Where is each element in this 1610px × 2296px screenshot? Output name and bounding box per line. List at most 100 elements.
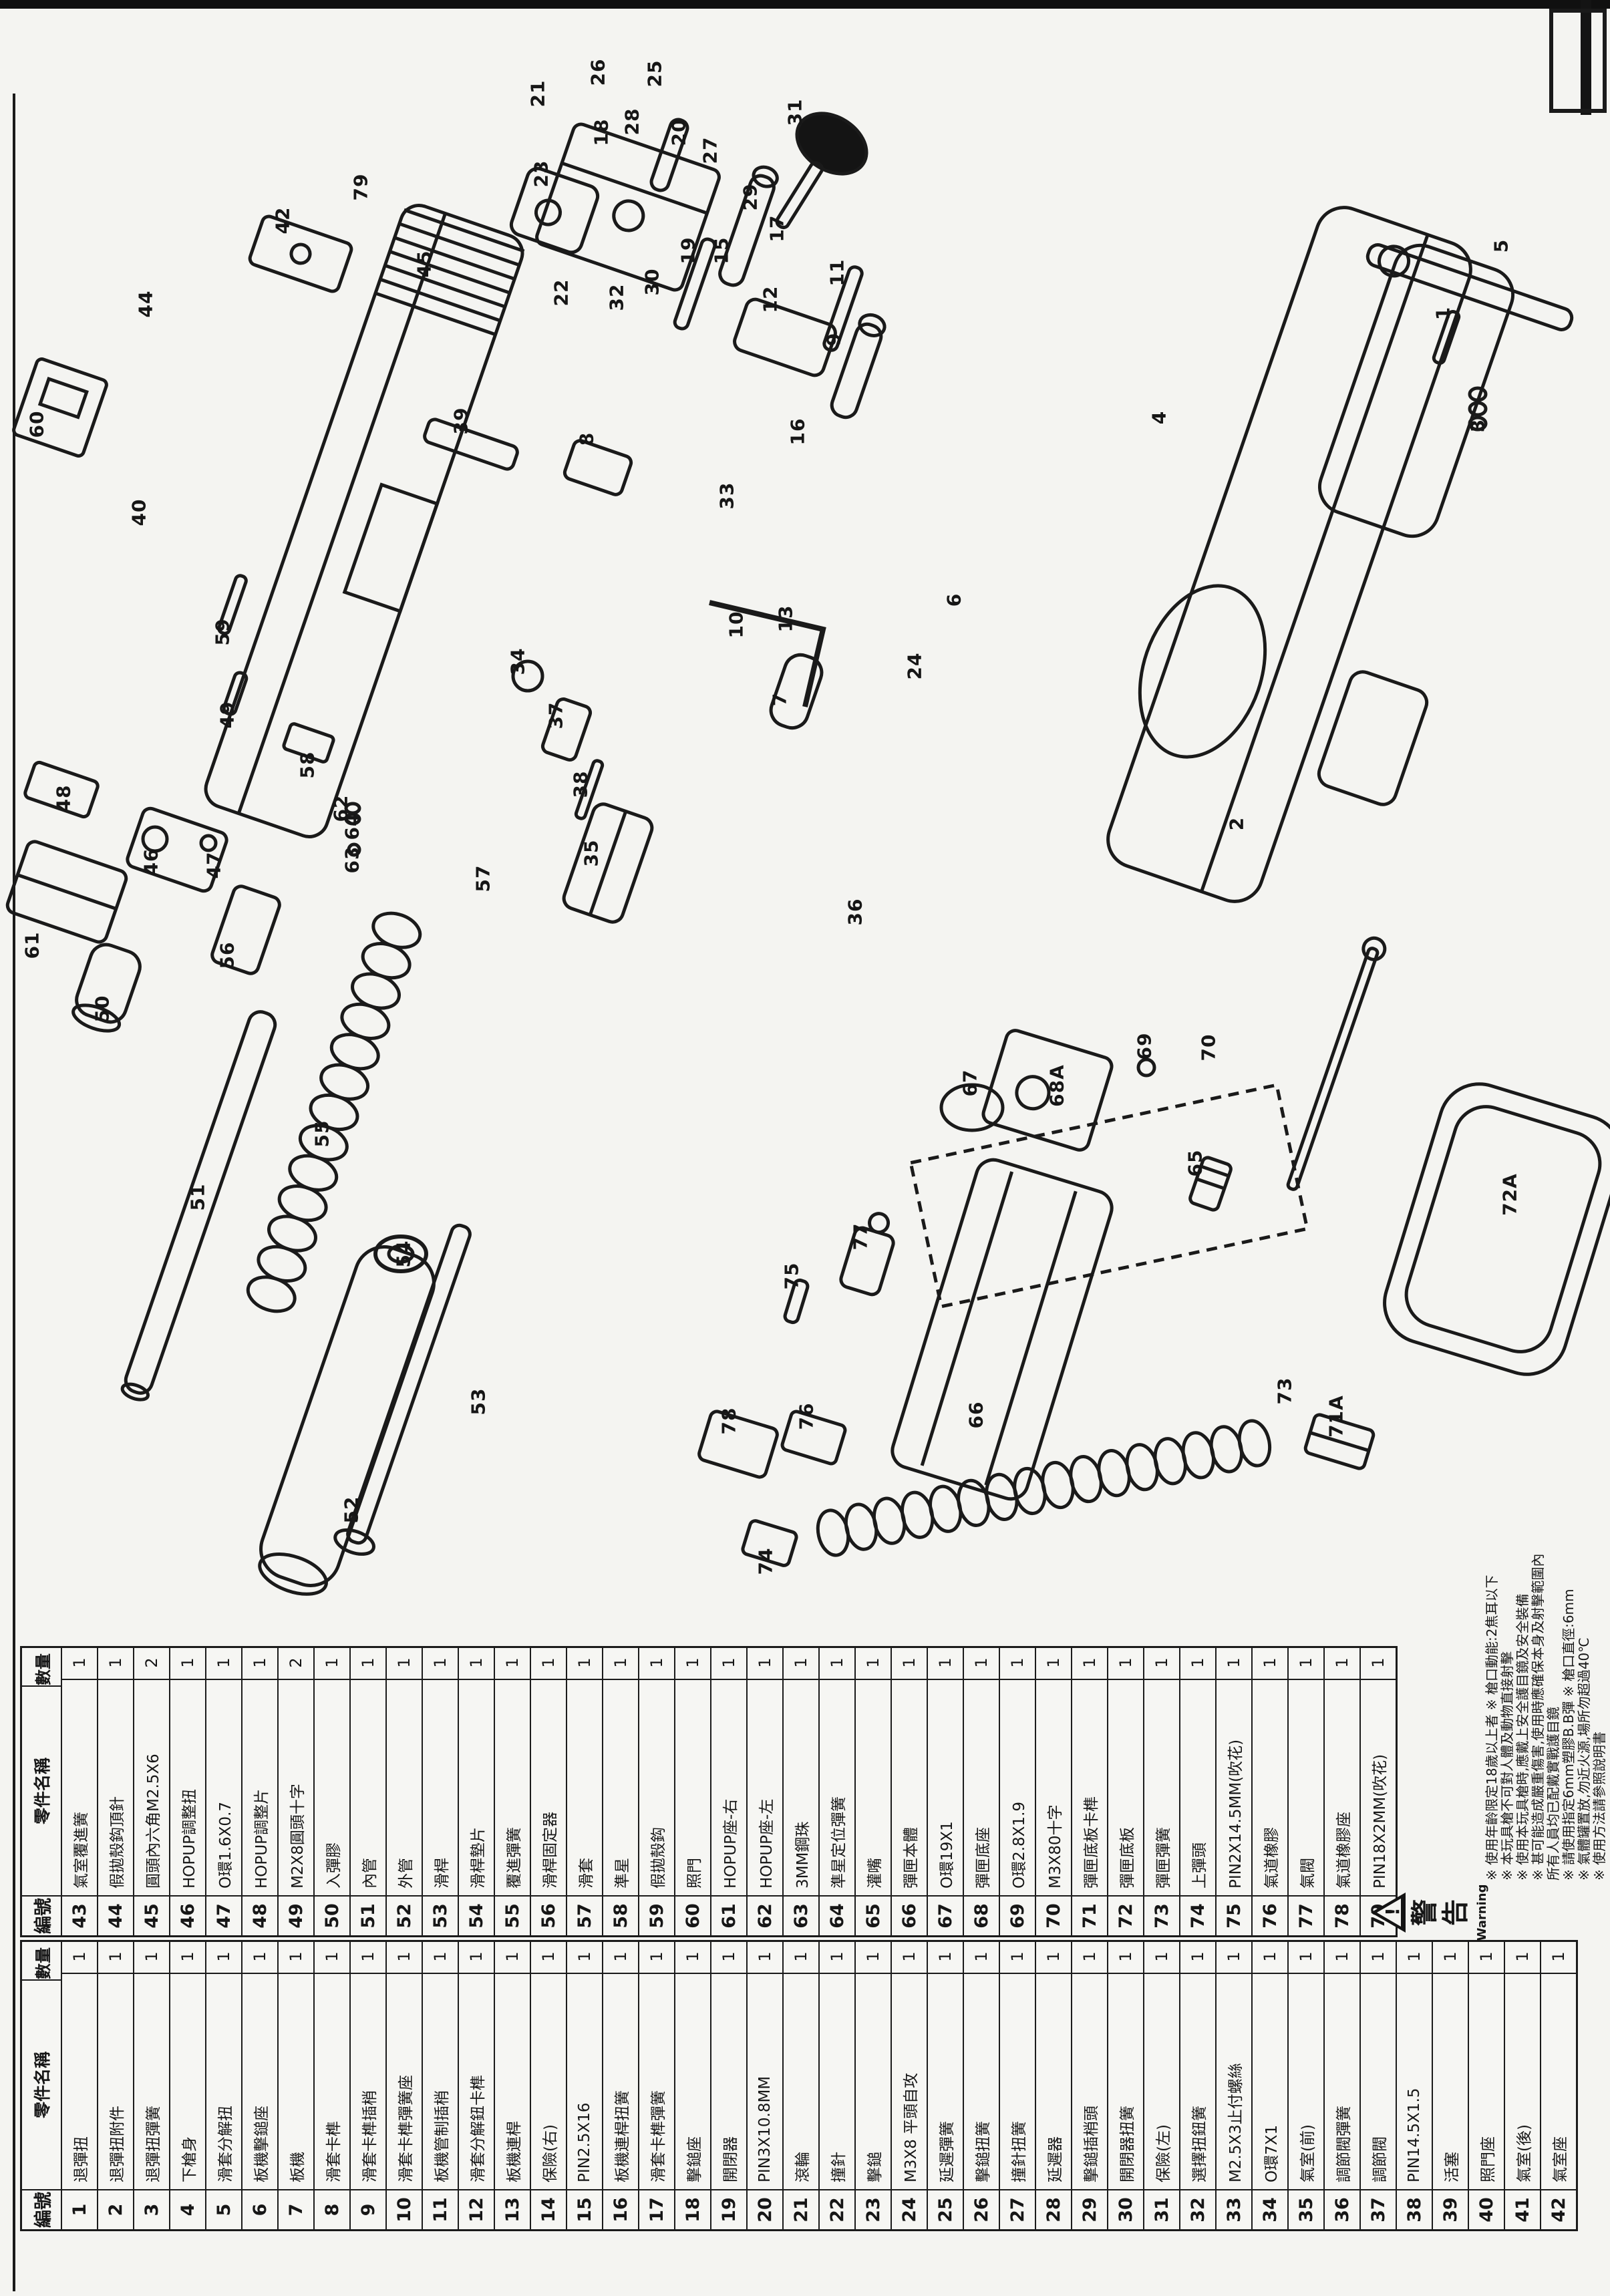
part-qty: 1 [1369, 1951, 1388, 1962]
part-number: 9 [351, 2189, 385, 2229]
part-label-45: 45 [413, 250, 436, 278]
warning-line: 所有人員均已配戴實戰護目鏡 [1545, 1707, 1561, 1880]
part-name: 調節閥 [1361, 1973, 1396, 2189]
part-name: 照門座 [1469, 1973, 1504, 2189]
part-qty: 1 [251, 1951, 269, 1962]
part-name: HOPUP座-左 [748, 1679, 782, 1895]
part-number: 68 [964, 1895, 999, 1935]
part-label-27: 27 [699, 136, 721, 164]
part-number: 4 [170, 2189, 205, 2229]
magazine-drawing [697, 936, 1387, 1567]
part-number: 5 [206, 2189, 241, 2229]
part-name: 灌嘴 [856, 1679, 891, 1895]
part-number: 54 [459, 1895, 494, 1935]
part-qty: 1 [1261, 1657, 1279, 1668]
part-number: 51 [351, 1895, 385, 1935]
part-qty: 2 [142, 1657, 161, 1668]
part-qty: 1 [70, 1657, 89, 1668]
part-qty: 1 [575, 1951, 594, 1962]
part-number: 55 [495, 1895, 530, 1935]
hammer-housing-drawing [535, 122, 721, 292]
part-qty: 1 [1116, 1951, 1135, 1962]
part-name: PIN2.5X16 [567, 1973, 602, 2189]
table-header-row: 編號零件名稱數量 [22, 1648, 61, 1935]
part-name: 滑套分解扭 [206, 1973, 241, 2189]
part-number: 62 [748, 1895, 782, 1935]
part-label-73: 73 [1273, 1377, 1296, 1405]
part-number: 30 [1108, 2189, 1143, 2229]
part-name: 彈匣底板 [1108, 1679, 1143, 1895]
warning-line: ※ 氣體罐置放,勿近火源,場所勿超過40℃ [1576, 1637, 1592, 1880]
part-label-1: 1 [1432, 306, 1454, 321]
part-label-21: 21 [526, 79, 549, 108]
part-qty: 1 [936, 1951, 955, 1962]
part-qty: 1 [719, 1657, 738, 1668]
part-qty: 1 [756, 1951, 774, 1962]
part-number: 3 [134, 2189, 169, 2229]
part-name: M3X8 平頭自攻 [892, 1973, 927, 2189]
part-qty: 1 [1261, 1951, 1279, 1962]
part-label-8: 8 [575, 432, 598, 446]
part-qty: 1 [972, 1951, 991, 1962]
part-number: 58 [603, 1895, 638, 1935]
warning-line: ※ 甚可能造成嚴重傷害,使用時應確保本身及射擊範圍內 [1530, 1553, 1546, 1880]
part-label-6: 6 [943, 593, 965, 607]
sear-drawing [423, 418, 633, 496]
part-name: O環2.8X1.9 [1000, 1679, 1035, 1895]
part-number: 26 [964, 2189, 999, 2229]
part-number: 45 [134, 1895, 169, 1935]
part-name: 假拋殼鈎 [639, 1679, 674, 1895]
part-name: 擊鎚座 [675, 1973, 710, 2189]
table-header-row: 編號零件名稱數量 [22, 1942, 61, 2229]
part-number: 72 [1108, 1895, 1143, 1935]
part-label-28: 28 [621, 108, 643, 136]
part-qty: 1 [395, 1951, 414, 1962]
recoil-spring-drawing [246, 911, 422, 1313]
part-number: 2 [98, 2189, 133, 2229]
part-label-10: 10 [725, 611, 748, 639]
part-label-51: 51 [186, 1183, 209, 1211]
part-qty: 1 [1080, 1951, 1099, 1962]
warning-title: 警告 [1410, 1899, 1471, 1926]
part-name: PIN2X14.5MM(吹花) [1217, 1679, 1251, 1895]
part-number: 64 [820, 1895, 854, 1935]
part-name: 滑套 [567, 1679, 602, 1895]
header-name: 零件名稱 [22, 1979, 61, 2189]
part-name: 退彈扭彈簧 [134, 1973, 169, 2189]
part-label-23: 23 [530, 160, 552, 188]
hopup-drawing [5, 574, 361, 1033]
part-qty: 1 [972, 1657, 991, 1668]
part-label-46: 46 [140, 848, 162, 876]
part-qty: 1 [756, 1657, 774, 1668]
part-qty: 1 [287, 1951, 305, 1962]
part-label-42: 42 [271, 206, 294, 234]
part-number: 29 [1072, 2189, 1107, 2229]
part-label-71A: 71A [1325, 1395, 1347, 1438]
part-name: HOPUP調整片 [243, 1679, 277, 1895]
part-number: 18 [675, 2189, 710, 2229]
part-name: PIN18X2MM(吹花) [1361, 1679, 1396, 1895]
part-label-66: 66 [965, 1401, 987, 1429]
part-name: 氣室覆進簧 [62, 1679, 97, 1895]
part-label-64: 64 [341, 812, 363, 840]
part-name: 撞針扭簧 [1000, 1973, 1035, 2189]
part-label-47: 47 [202, 851, 225, 879]
part-label-16: 16 [786, 418, 809, 446]
